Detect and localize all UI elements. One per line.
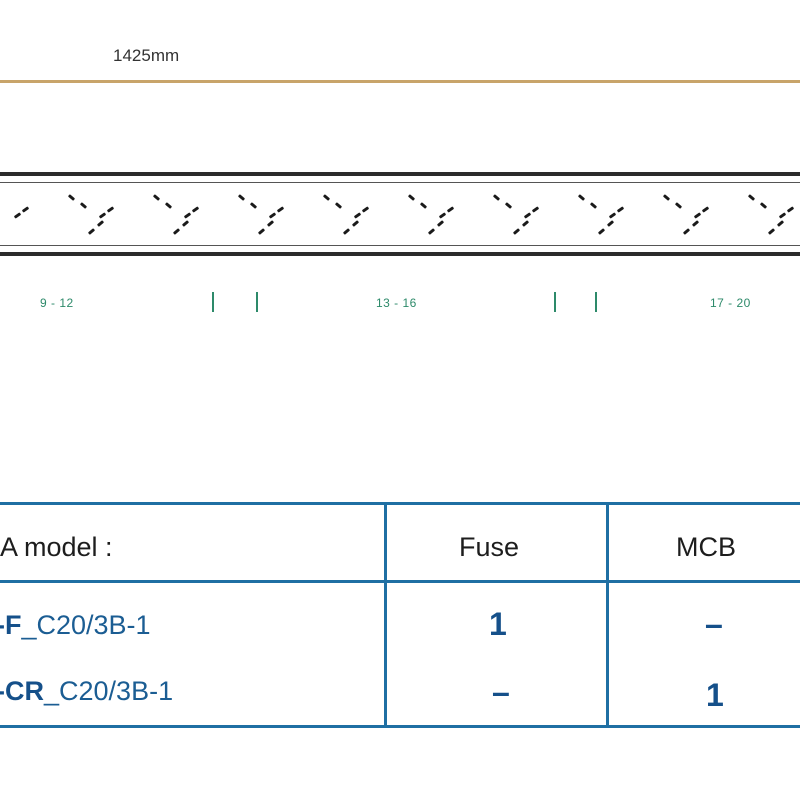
row-1-model: -F_C20/3B-1 (0, 610, 151, 641)
row-1-model-suffix: _C20/3B-1 (21, 610, 151, 640)
table-header-divider (0, 580, 800, 583)
row-1-mcb: – (705, 606, 723, 642)
group-divider (595, 292, 597, 312)
din-rail (0, 172, 800, 256)
group-divider (554, 292, 556, 312)
dimension-line (0, 80, 800, 83)
row-2-model-prefix: -CR (0, 676, 44, 706)
table-column-divider (384, 502, 387, 728)
row-2-mcb: 1 (706, 677, 724, 713)
row-1-fuse: 1 (489, 606, 507, 642)
group-label-9-12: 9 - 12 (40, 296, 74, 310)
model-table (0, 502, 800, 728)
group-divider (212, 292, 214, 312)
row-2-model-suffix: _C20/3B-1 (44, 676, 174, 706)
rail-inner-frame (0, 182, 800, 246)
row-2-fuse: – (492, 674, 510, 710)
group-divider (256, 292, 258, 312)
header-model: A model : (0, 532, 113, 562)
group-label-17-20: 17 - 20 (710, 296, 751, 310)
dimension-label: 1425mm (113, 46, 180, 65)
row-2-model: -CR_C20/3B-1 (0, 676, 173, 707)
group-label-13-16: 13 - 16 (376, 296, 417, 310)
row-1-model-prefix: -F (0, 610, 22, 640)
table-column-divider (606, 502, 609, 728)
header-fuse: Fuse (459, 532, 520, 562)
header-mcb: MCB (676, 532, 736, 562)
